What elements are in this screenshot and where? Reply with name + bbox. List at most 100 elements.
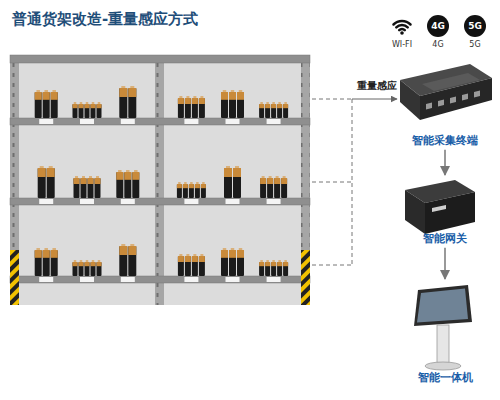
battery bbox=[73, 102, 78, 118]
battery bbox=[35, 248, 42, 276]
battery bbox=[128, 244, 136, 276]
illustration-part bbox=[35, 92, 42, 100]
illustration-part bbox=[438, 100, 444, 107]
battery bbox=[192, 96, 198, 118]
illustration-part bbox=[352, 99, 353, 265]
illustration-part bbox=[43, 250, 50, 258]
illustration-part bbox=[47, 168, 55, 177]
illustration-part bbox=[178, 98, 184, 104]
illustration-part bbox=[274, 178, 280, 198]
illustration-part bbox=[155, 55, 164, 305]
battery bbox=[189, 182, 194, 198]
battery bbox=[199, 254, 205, 276]
illustration-part bbox=[237, 92, 244, 100]
illustration-part bbox=[277, 104, 282, 118]
illustration-part bbox=[51, 250, 58, 258]
illustration-part bbox=[199, 256, 205, 276]
illustration-part bbox=[221, 92, 228, 100]
illustration-part bbox=[277, 262, 282, 276]
shelf-rack bbox=[10, 55, 310, 305]
battery bbox=[229, 90, 236, 118]
illustration-part bbox=[283, 262, 288, 276]
battery bbox=[265, 260, 270, 276]
network-label: 4G bbox=[432, 40, 443, 50]
device-node: 智能采集终端 bbox=[395, 60, 495, 148]
shelf-tag bbox=[226, 199, 240, 204]
illustration-part bbox=[126, 170, 130, 172]
illustration-part bbox=[201, 184, 206, 198]
illustration-part bbox=[79, 104, 84, 118]
battery bbox=[281, 176, 287, 198]
illustration-part bbox=[92, 102, 95, 104]
illustration-part bbox=[91, 262, 96, 266]
illustration-part bbox=[259, 262, 264, 266]
illustration-part bbox=[74, 260, 77, 262]
battery bbox=[185, 254, 191, 276]
illustration-part bbox=[79, 104, 84, 108]
illustration-part bbox=[301, 55, 310, 305]
illustration-part bbox=[437, 325, 449, 363]
shelf-tag bbox=[80, 119, 94, 124]
battery bbox=[221, 248, 228, 276]
illustration-part bbox=[52, 248, 56, 250]
illustration-part bbox=[10, 198, 310, 205]
illustration-part bbox=[196, 182, 199, 184]
illustration-part bbox=[91, 104, 96, 108]
illustration-part bbox=[267, 178, 273, 184]
illustration-part bbox=[47, 168, 55, 198]
illustration-part bbox=[269, 176, 272, 178]
illustration-part bbox=[199, 256, 205, 262]
illustration-part bbox=[400, 80, 420, 120]
illustration-part bbox=[265, 104, 270, 118]
illustration-part bbox=[95, 178, 101, 184]
illustration-part bbox=[239, 248, 243, 250]
illustration-part bbox=[200, 96, 203, 98]
illustration-part bbox=[73, 262, 78, 266]
illustration-part bbox=[89, 176, 92, 178]
illustration-part bbox=[128, 88, 136, 118]
illustration-part bbox=[281, 178, 287, 184]
network-label: WI-FI bbox=[392, 40, 412, 50]
illustration-part bbox=[96, 176, 99, 178]
illustration-part bbox=[301, 250, 310, 305]
illustration-part bbox=[272, 102, 275, 104]
illustration-part bbox=[274, 178, 280, 184]
illustration-part bbox=[229, 92, 236, 118]
illustration-part bbox=[278, 260, 281, 262]
shelf-tag bbox=[39, 119, 53, 124]
illustration-part bbox=[124, 172, 131, 180]
illustration-part bbox=[185, 256, 191, 262]
illustration-part bbox=[75, 176, 78, 178]
illustration-part bbox=[202, 182, 205, 184]
battery bbox=[277, 102, 282, 118]
network-badge: 5G bbox=[468, 21, 482, 32]
illustration-part bbox=[474, 91, 480, 98]
illustration-part bbox=[43, 92, 50, 118]
illustration-part bbox=[132, 172, 139, 198]
illustration-part bbox=[178, 256, 184, 276]
illustration-part bbox=[259, 104, 264, 118]
illustration-part bbox=[352, 99, 397, 100]
illustration-part bbox=[399, 29, 405, 30]
network-label: 5G bbox=[469, 40, 480, 50]
illustration-part bbox=[312, 265, 352, 266]
battery bbox=[97, 102, 102, 118]
battery bbox=[237, 248, 244, 276]
illustration-part bbox=[193, 96, 196, 98]
battery bbox=[119, 86, 127, 118]
illustration-part bbox=[73, 262, 78, 276]
battery bbox=[259, 260, 264, 276]
illustration-part bbox=[74, 102, 77, 104]
illustration-part bbox=[396, 25, 407, 27]
battery bbox=[271, 260, 276, 276]
battery bbox=[224, 166, 232, 198]
collector-terminal bbox=[400, 64, 492, 120]
illustration-part bbox=[405, 190, 425, 234]
illustration-part bbox=[128, 246, 136, 255]
illustration-part bbox=[43, 92, 50, 100]
battery bbox=[260, 176, 266, 198]
illustration-part bbox=[184, 182, 187, 184]
illustration-part bbox=[229, 250, 236, 258]
battery bbox=[38, 166, 46, 198]
